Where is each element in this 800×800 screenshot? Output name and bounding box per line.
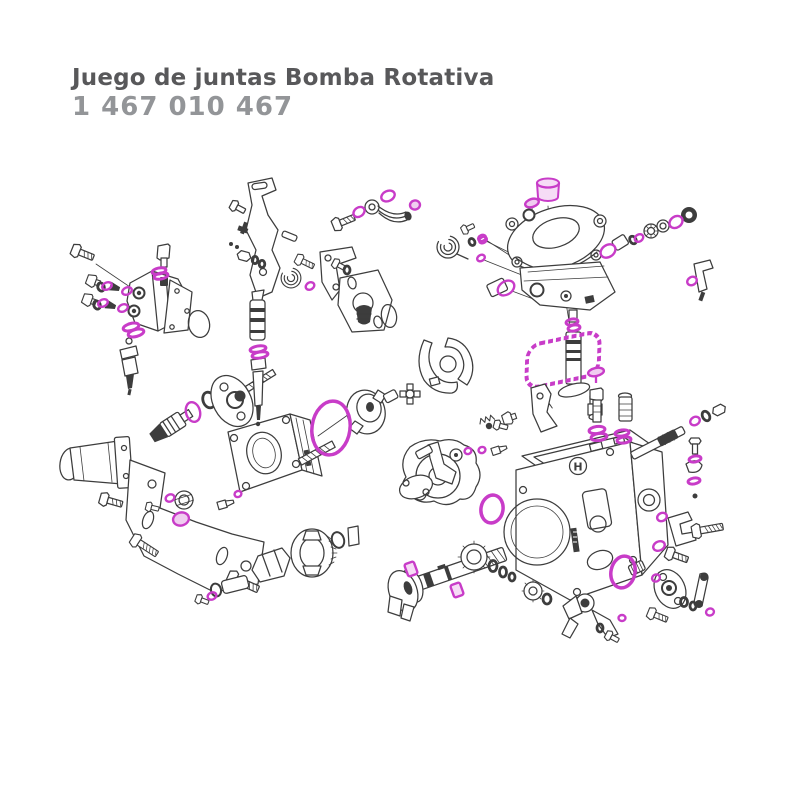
cluster-banjo-pipe	[329, 199, 412, 234]
seal-highlight	[617, 613, 627, 623]
seal-highlight	[304, 281, 316, 291]
seal-highlight	[477, 445, 487, 455]
h-marker-label: H	[573, 461, 582, 474]
seal-highlight	[687, 454, 703, 464]
seal-highlight	[704, 607, 716, 617]
title-block: Juego de juntas Bomba Rotativa 1 467 010…	[72, 64, 494, 124]
seal-highlight	[586, 366, 606, 378]
seal-highlight	[496, 279, 516, 297]
seal-highlight	[97, 297, 109, 309]
seal-highlight	[206, 591, 218, 601]
seal-highlight	[101, 280, 113, 292]
seal-highlight	[152, 271, 170, 281]
seal-highlight	[408, 199, 422, 211]
seal-highlight	[403, 560, 419, 578]
cluster-coupling	[209, 525, 360, 598]
cluster-flange-block	[210, 289, 336, 493]
seal-highlight	[117, 302, 129, 314]
seal-highlight	[352, 205, 366, 219]
seal-highlight	[566, 323, 582, 333]
seal-highlight	[589, 431, 609, 443]
seal-highlight	[615, 435, 633, 445]
seal-highlight	[599, 243, 617, 259]
seal-highlight	[449, 581, 465, 599]
seal-highlight	[250, 350, 270, 360]
seal-highlight	[233, 489, 243, 499]
seal-highlight	[652, 539, 666, 553]
seal-highlight	[609, 554, 637, 590]
seal-highlight	[121, 285, 133, 297]
seal-highlight	[655, 511, 669, 523]
seal-highlight	[310, 399, 352, 457]
seal-highlight	[171, 511, 191, 527]
seal-highlight	[524, 197, 540, 209]
seal-highlight	[479, 493, 505, 525]
page-title: Juego de juntas Bomba Rotativa	[72, 65, 495, 91]
cluster-drive-shaft	[387, 547, 508, 622]
seal-highlight	[633, 232, 645, 244]
cluster-pump-head	[68, 241, 211, 396]
seal-highlight	[184, 400, 202, 424]
seal-highlight	[126, 327, 146, 339]
cluster-bracket	[227, 177, 317, 299]
seal-highlight	[689, 415, 701, 427]
seal-highlight	[164, 493, 176, 503]
cluster-cam-rollers	[346, 383, 519, 506]
cluster-mount-bracket	[59, 390, 265, 608]
cluster-timer-flange	[319, 246, 398, 333]
cluster-governor-spring	[436, 220, 477, 260]
cluster-governor-cover	[486, 177, 714, 311]
seal-highlight	[686, 476, 702, 486]
seal-highlight	[686, 275, 698, 287]
main-gasket	[524, 331, 602, 389]
cluster-plunger-gasket	[485, 309, 633, 487]
cluster-flyweight	[418, 337, 474, 394]
seal-highlight	[380, 189, 396, 203]
seal-highlight	[476, 253, 486, 263]
part-number: 1 467 010 467	[72, 92, 294, 123]
seal-highlight	[476, 233, 488, 243]
seal-highlight	[668, 214, 684, 230]
seal-highlight	[650, 573, 662, 583]
seal-highlights-layer	[97, 189, 716, 623]
seal-highlight	[463, 446, 473, 456]
